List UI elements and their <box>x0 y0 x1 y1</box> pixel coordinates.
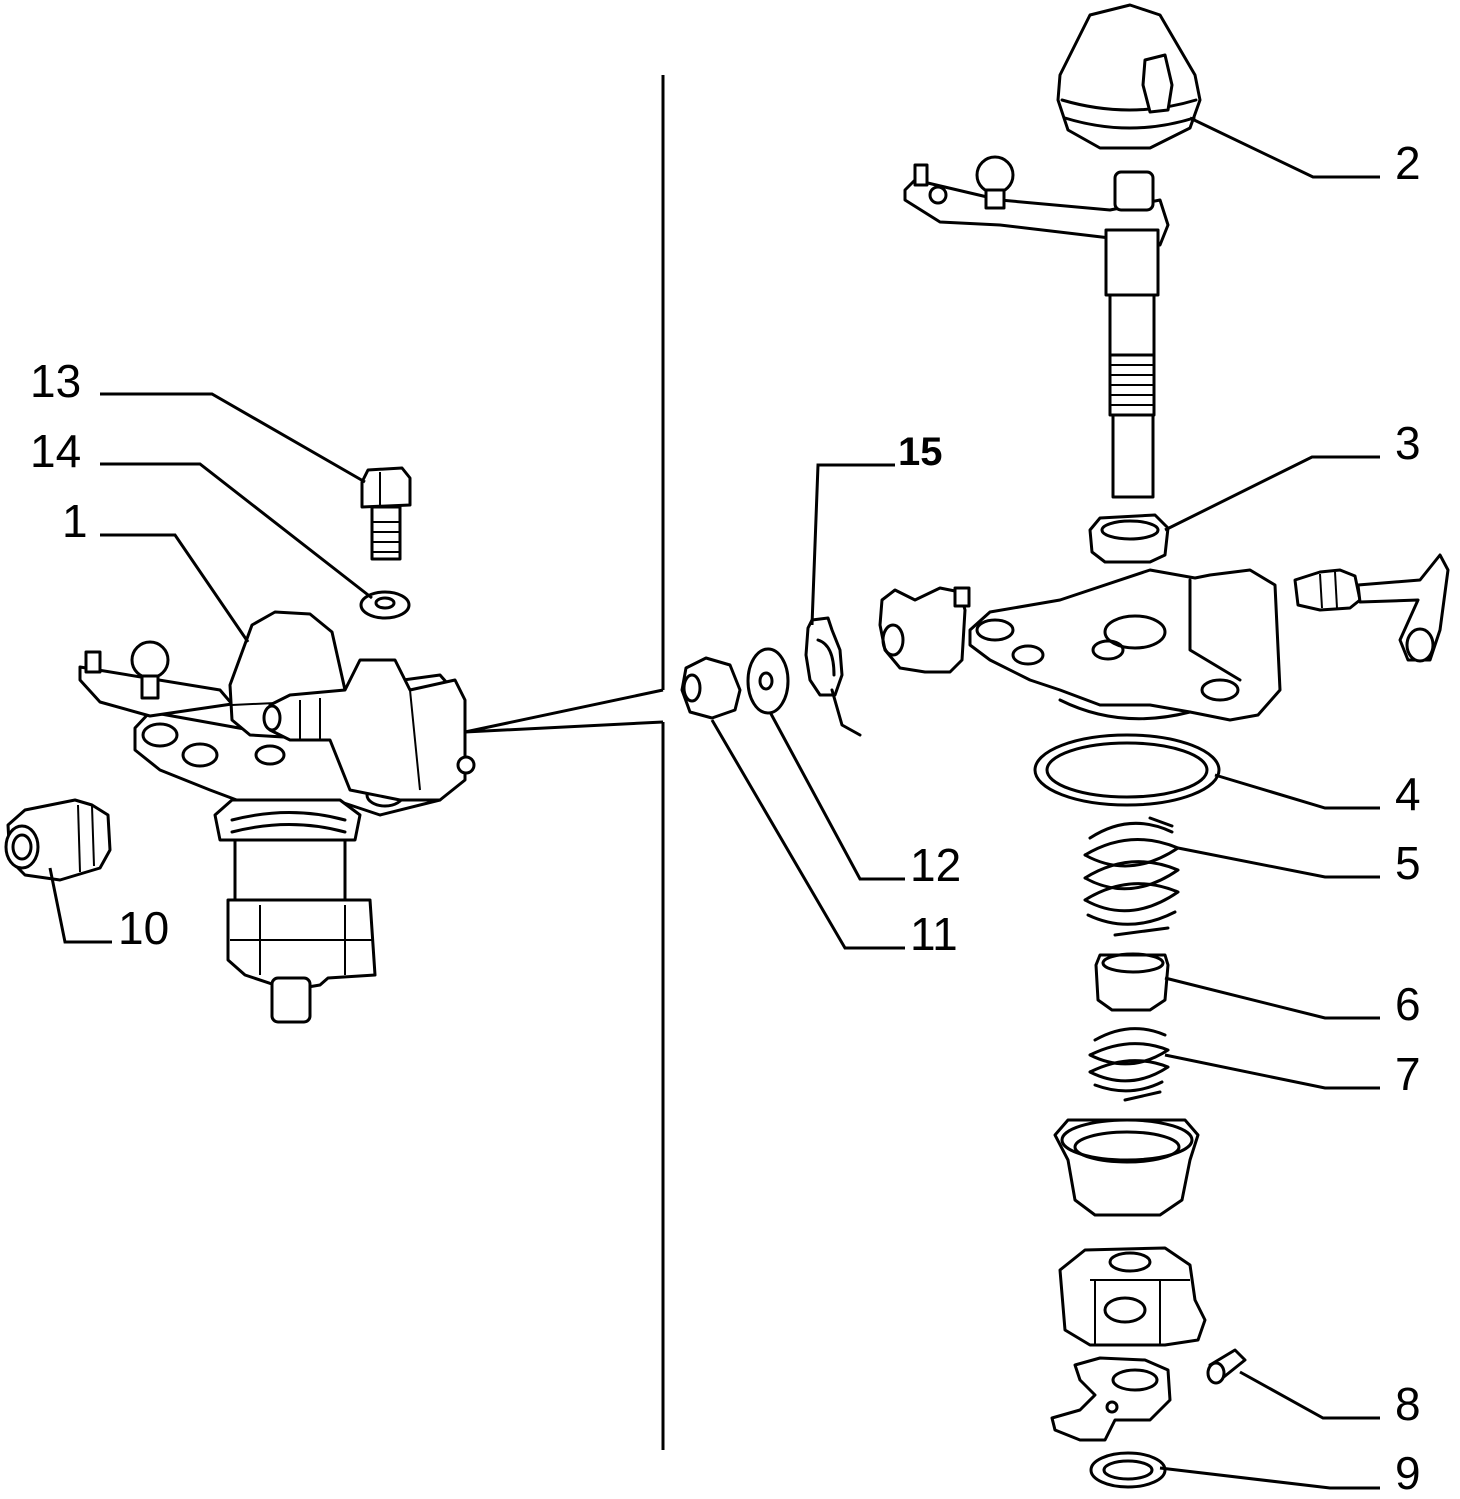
callout-5: 5 <box>1395 837 1421 889</box>
part-15-clip-spring <box>804 616 862 737</box>
part-6-cup-bushing <box>1094 952 1170 1012</box>
part-11-nut <box>680 656 742 720</box>
large-cup <box>1053 1118 1200 1217</box>
selector-shaft <box>903 155 1170 499</box>
callout-1: 1 <box>62 495 88 547</box>
part-7-small-spring <box>1088 1027 1170 1102</box>
part-14-washer <box>359 590 411 620</box>
callout-6: 6 <box>1395 978 1421 1030</box>
lower-fork-lever <box>1050 1356 1172 1442</box>
callout-13: 13 <box>30 355 82 407</box>
part-10-plug <box>4 798 112 882</box>
part-1-selector-assembly <box>78 610 476 1024</box>
callout-14: 14 <box>30 425 82 477</box>
part-3-bushing <box>1088 513 1170 564</box>
side-lever <box>1293 553 1450 663</box>
callout-10: 10 <box>118 902 170 954</box>
callout-15: 15 <box>898 430 943 474</box>
callout-7: 7 <box>1395 1048 1421 1100</box>
assembly-pointer-lines <box>464 688 664 734</box>
part-13-bolt <box>360 466 412 561</box>
part-2-dome-cap <box>1056 3 1202 150</box>
part-4-o-ring <box>1033 733 1221 807</box>
part-12-washer <box>746 647 790 715</box>
housing-upper <box>968 568 1282 722</box>
callout-12: 12 <box>910 839 962 891</box>
part-8-pin <box>1206 1348 1247 1385</box>
callout-4: 4 <box>1395 768 1421 820</box>
callout-8: 8 <box>1395 1378 1421 1430</box>
part-5-large-spring <box>1083 816 1180 937</box>
callout-3: 3 <box>1395 417 1421 469</box>
callout-9: 9 <box>1395 1447 1421 1499</box>
callout-11: 11 <box>910 908 958 960</box>
leader-lines <box>48 116 1380 1490</box>
side-knob <box>878 586 971 674</box>
lower-bracket <box>1058 1246 1207 1347</box>
part-9-circlip <box>1089 1451 1167 1489</box>
callout-2: 2 <box>1395 137 1421 189</box>
